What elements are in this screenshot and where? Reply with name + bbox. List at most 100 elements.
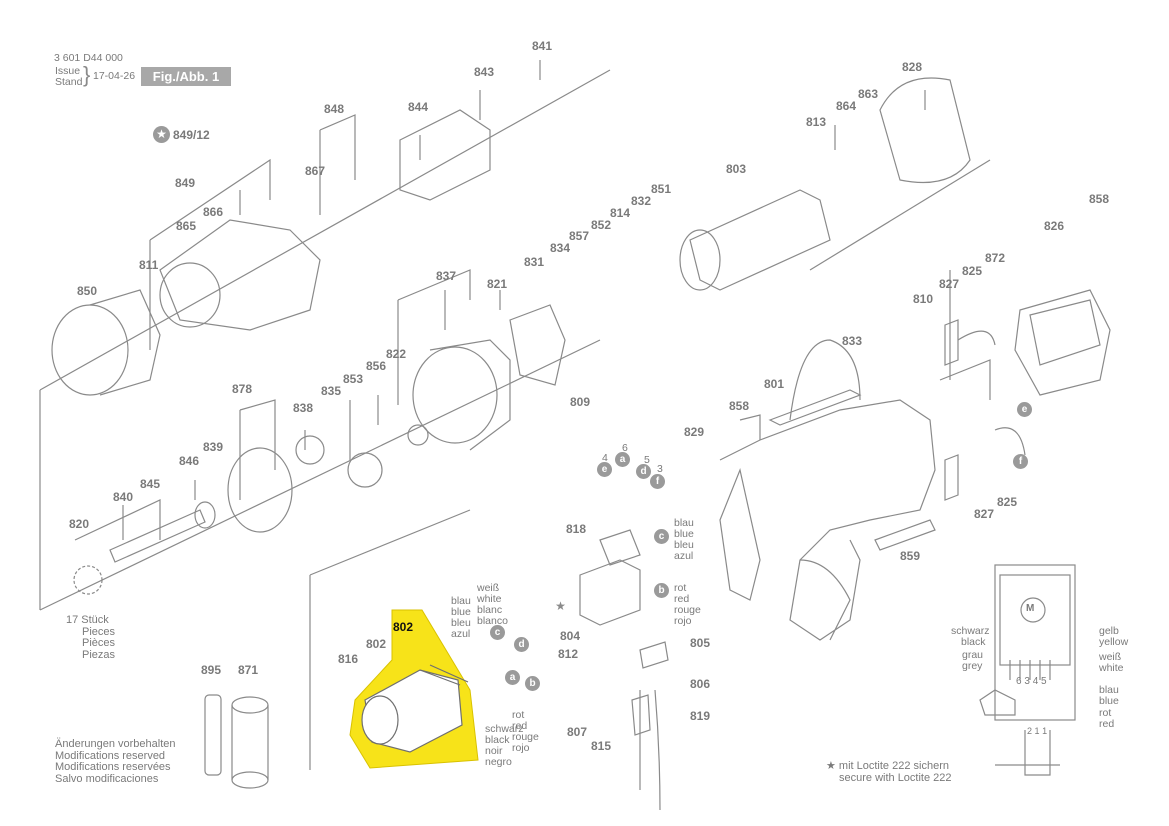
part-label: 807	[567, 725, 588, 739]
terminal-number: 3	[657, 463, 663, 475]
wire-badge: a	[505, 670, 520, 685]
part-label: 816	[338, 652, 359, 666]
part-label: 895	[201, 663, 222, 677]
part-label: 850	[77, 284, 98, 298]
terminal-number: 6	[622, 442, 628, 454]
part-label: 856	[366, 359, 387, 373]
part-label: 801	[764, 377, 785, 391]
part-label: 825	[962, 264, 983, 278]
part-label: 809	[570, 395, 591, 409]
motor-symbol: M	[1026, 603, 1035, 614]
part-label: 805	[690, 636, 711, 650]
part-label: 833	[842, 334, 863, 348]
part-label: 831	[524, 255, 545, 269]
part-label: 815	[591, 739, 612, 753]
wire-badge: d	[636, 464, 651, 479]
part-label: 848	[324, 102, 345, 116]
part-label: 858	[729, 399, 750, 413]
highlight-part-label: 802	[393, 620, 414, 634]
part-label: 818	[566, 522, 587, 536]
part-label: 834	[550, 241, 571, 255]
part-label: 863	[858, 87, 879, 101]
bottom-terminals: 2 1 1	[1027, 726, 1048, 736]
part-label: 827	[939, 277, 960, 291]
part-label: 846	[179, 454, 200, 468]
part-label: 845	[140, 477, 161, 491]
part-label: 820	[69, 517, 90, 531]
part-label: 853	[343, 372, 364, 386]
brace: }	[83, 62, 91, 87]
part-label: 878	[232, 382, 253, 396]
wire-badge: b	[654, 583, 669, 598]
wire-badge: c	[490, 625, 505, 640]
wire-badge: b	[525, 676, 540, 691]
part-label: 822	[386, 347, 407, 361]
part-label: 857	[569, 229, 590, 243]
wire-badge: d	[514, 637, 529, 652]
part-label: 826	[1044, 219, 1065, 233]
wire-badge: a	[615, 452, 630, 467]
wire-badge: c	[654, 529, 669, 544]
part-label: 858	[1089, 192, 1110, 206]
part-label: 866	[203, 205, 224, 219]
part-label: 814	[610, 206, 631, 220]
part-label: 810	[913, 292, 934, 306]
part-label: 849	[175, 176, 196, 190]
terminal-strip: 6 3 4 5	[1016, 676, 1047, 687]
part-label: 867	[305, 164, 326, 178]
part-label: 838	[293, 401, 314, 415]
part-label: 852	[591, 218, 612, 232]
part-label: 812	[558, 647, 579, 661]
part-label: 821	[487, 277, 508, 291]
terminal-number: 4	[602, 452, 608, 464]
part-label: 804	[560, 629, 581, 643]
part-label: 811	[139, 258, 159, 272]
terminal-number: 5	[644, 454, 650, 466]
part-label: 840	[113, 490, 134, 504]
part-label: 802	[366, 637, 387, 651]
wire-badge: e	[597, 462, 612, 477]
part-label: 803	[726, 162, 747, 176]
part-label: 859	[900, 549, 921, 563]
part-label: 806	[690, 677, 711, 691]
date: 17-04-26	[93, 70, 136, 82]
part-label: 829	[684, 425, 705, 439]
part-label: 851	[651, 182, 672, 196]
star-icon: ★	[153, 126, 170, 143]
wire-badge: f	[650, 474, 665, 489]
doc-number: 3 601 D44 000	[54, 52, 123, 64]
wire-badge: f	[1013, 454, 1028, 469]
part-label: 841	[532, 39, 553, 53]
part-label: 828	[902, 60, 923, 74]
issue-label: Issue	[55, 65, 81, 77]
part-label: 819	[690, 709, 711, 723]
part-label: 837	[436, 269, 457, 283]
part-label: 832	[631, 194, 652, 208]
wire-badge: e	[1017, 402, 1032, 417]
part-label: 839	[203, 440, 224, 454]
figure-label: Fig./Abb. 1	[141, 67, 231, 86]
part-label: 871	[238, 663, 259, 677]
part-label: 872	[985, 251, 1006, 265]
star-icon: ★	[826, 760, 839, 772]
star-icon: ★	[555, 599, 566, 613]
part-label: 813	[806, 115, 827, 129]
star-note: 849/12	[173, 128, 210, 142]
part-label: 844	[408, 100, 429, 114]
part-label: 865	[176, 219, 197, 233]
